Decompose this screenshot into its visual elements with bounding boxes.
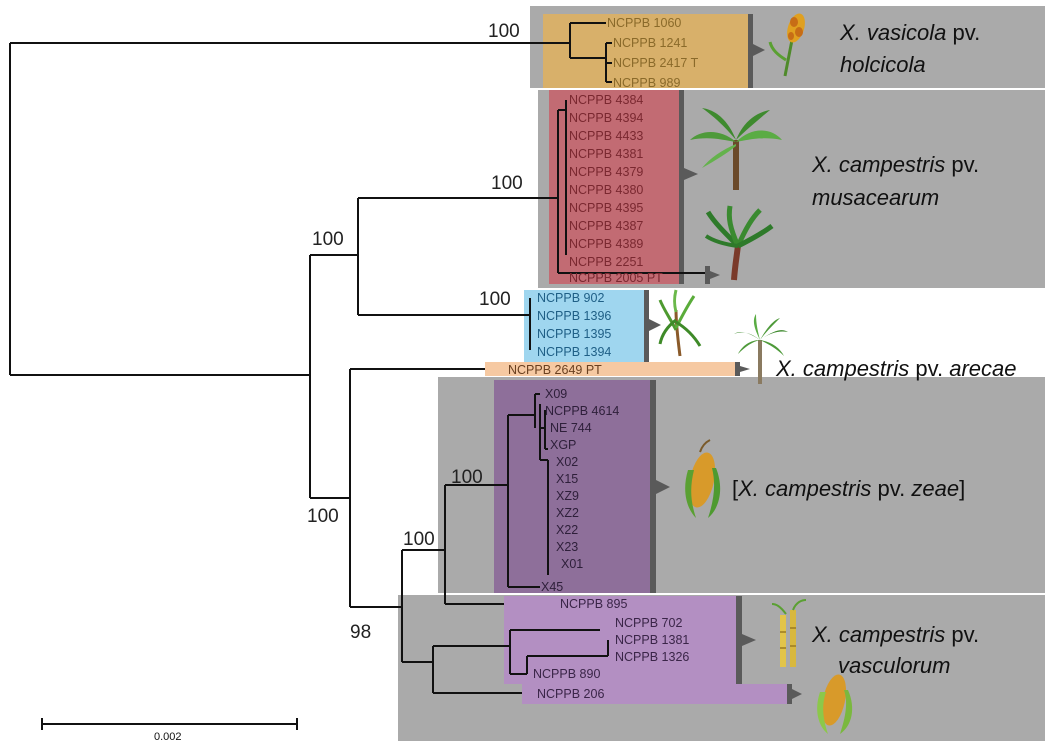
leaf-label: NCPPB 2005 PT — [569, 271, 663, 285]
box-vasculorum-206 — [522, 684, 792, 704]
leaf-label: NCPPB 890 — [533, 667, 600, 681]
box-holcicola — [543, 14, 748, 88]
group-label-vasculorum-line2: vasculorum — [838, 653, 950, 678]
bootstrap-label: 100 — [403, 529, 435, 550]
sugarcane-icon — [771, 599, 807, 667]
group-label-musacearum: X. campestris pv. — [811, 152, 979, 177]
leaf-label: NE 744 — [550, 421, 592, 435]
leaf-label: XZ9 — [556, 489, 579, 503]
leaf-label: X02 — [556, 455, 578, 469]
bootstrap-label: 100 — [451, 467, 483, 488]
leaf-label: NCPPB 702 — [615, 616, 682, 630]
leaf-label: X23 — [556, 540, 578, 554]
maize-icon — [685, 439, 721, 518]
leaf-label: NCPPB 902 — [537, 291, 604, 305]
leaf-label: XZ2 — [556, 506, 579, 520]
palm-icon — [734, 314, 788, 385]
bootstrap-label: 100 — [307, 506, 339, 527]
box-sugarcane-clade — [524, 290, 644, 362]
leaf-label: NCPPB 206 — [537, 687, 604, 701]
scale-bar-label: 0.002 — [154, 731, 182, 742]
bootstrap-label: 100 — [491, 173, 523, 194]
group-label-vasculorum: X. campestris pv. — [811, 622, 979, 647]
sorghum-icon — [768, 13, 805, 77]
bootstrap-label: 100 — [488, 21, 520, 42]
leaf-label: NCPPB 4384 — [569, 93, 643, 107]
leaf-label: X09 — [545, 387, 567, 401]
leaf-label: NCPPB 4394 — [569, 111, 643, 125]
sugarcane-icon — [658, 289, 702, 357]
maize-icon — [817, 674, 853, 734]
leaf-label: X45 — [541, 580, 563, 594]
group-label-musacearum-line2: musacearum — [812, 185, 939, 210]
leaf-label: NCPPB 1395 — [537, 327, 611, 341]
tree-branches — [9, 22, 705, 694]
leaf-label: NCPPB 1326 — [615, 650, 689, 664]
leaf-label: NCPPB 4381 — [569, 147, 643, 161]
leaf-label: X22 — [556, 523, 578, 537]
leaf-label: NCPPB 1060 — [607, 16, 681, 30]
leaf-label: X15 — [556, 472, 578, 486]
group-label-zeae: [X. campestris pv. zeae] — [732, 476, 965, 501]
leaf-label: NCPPB 1394 — [537, 345, 611, 359]
leaf-label: NCPPB 1396 — [537, 309, 611, 323]
group-label-holcicola: X. vasicola pv. — [839, 20, 980, 45]
leaf-label: NCPPB 4395 — [569, 201, 643, 215]
scale-bar: 0.002 — [41, 718, 298, 742]
leaf-label: NCPPB 4389 — [569, 237, 643, 251]
leaf-label: NCPPB 4433 — [569, 129, 643, 143]
group-label-holcicola-line2: holcicola — [840, 52, 926, 77]
leaf-label: NCPPB 4387 — [569, 219, 643, 233]
leaf-label: XGP — [550, 438, 576, 452]
bootstrap-label: 100 — [312, 229, 344, 250]
leaf-label: NCPPB 2649 PT — [508, 363, 602, 377]
leaf-label: NCPPB 4614 — [545, 404, 619, 418]
enset-icon — [704, 205, 774, 281]
leaf-label: X01 — [561, 557, 583, 571]
bootstrap-label: 100 — [479, 289, 511, 310]
leaf-label: NCPPB 4379 — [569, 165, 643, 179]
box-musacearum — [549, 90, 679, 284]
leaf-label: NCPPB 4380 — [569, 183, 643, 197]
group-label-arecae: X. campestris pv. arecae — [775, 356, 1017, 381]
banana-icon — [690, 108, 782, 190]
bootstrap-label: 98 — [350, 622, 371, 643]
leaf-label: NCPPB 989 — [613, 76, 680, 90]
leaf-label: NCPPB 895 — [560, 597, 627, 611]
leaf-label: NCPPB 2417 T — [613, 56, 699, 70]
leaf-label: NCPPB 1241 — [613, 36, 687, 50]
leaf-label: NCPPB 1381 — [615, 633, 689, 647]
leaf-label: NCPPB 2251 — [569, 255, 643, 269]
box-vasculorum-upper — [504, 596, 736, 684]
box-arecae — [485, 362, 735, 376]
group-connectors — [644, 14, 802, 704]
